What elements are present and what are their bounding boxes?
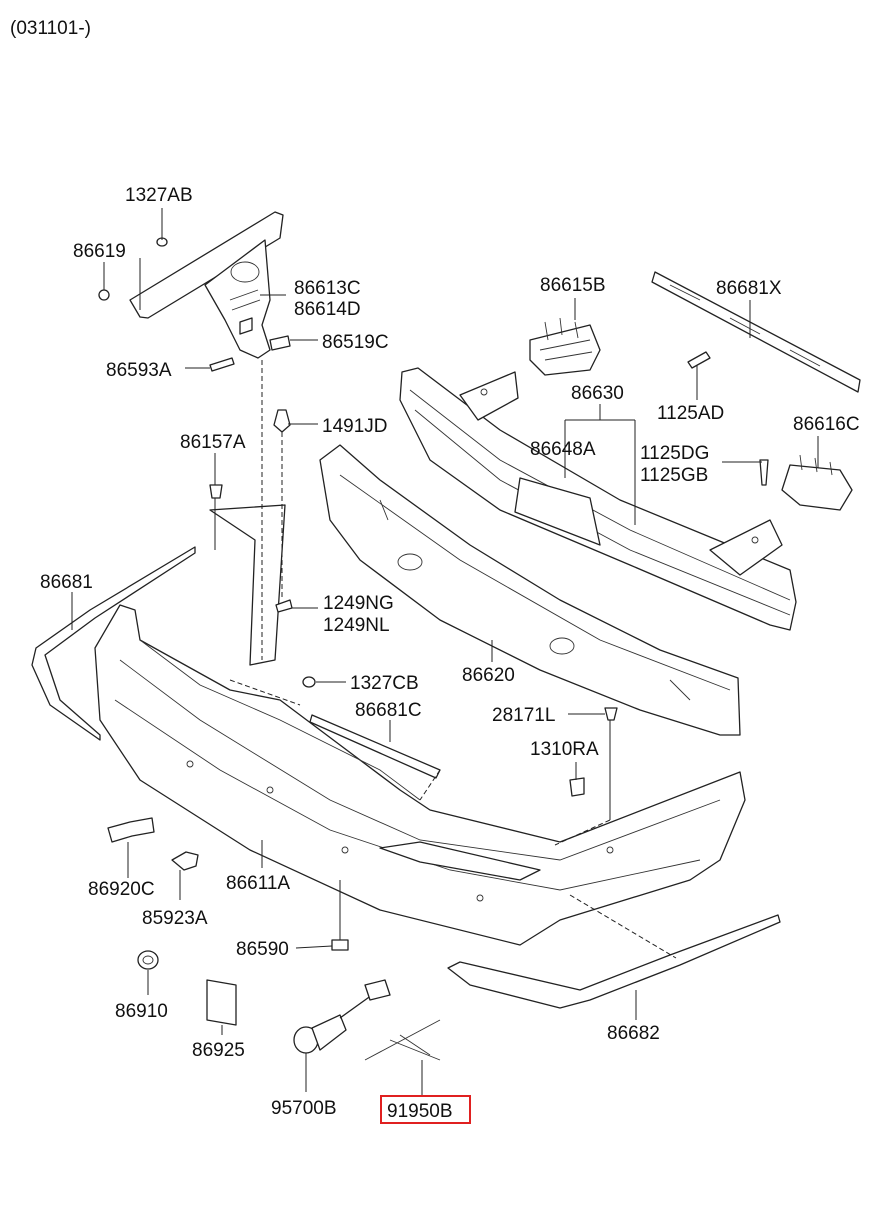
clip-86519c-part[interactable] bbox=[269, 335, 291, 351]
bracket-86615b-part[interactable] bbox=[529, 317, 601, 376]
nut-1327cb-part[interactable] bbox=[302, 676, 316, 688]
label-91950b[interactable]: 91950B bbox=[387, 1101, 453, 1122]
label-86682[interactable]: 86682 bbox=[607, 1023, 660, 1044]
clip-85923a-part[interactable] bbox=[171, 851, 199, 871]
label-86648a[interactable]: 86648A bbox=[530, 439, 596, 460]
pad-86925-part[interactable] bbox=[206, 979, 237, 1026]
dashed-lines bbox=[229, 360, 677, 959]
harness-91950b-part[interactable] bbox=[364, 1019, 441, 1061]
beam-86630-part[interactable] bbox=[399, 367, 797, 631]
label-86619[interactable]: 86619 bbox=[73, 241, 126, 262]
label-86157a[interactable]: 86157A bbox=[180, 432, 246, 453]
label-95700b[interactable]: 95700B bbox=[271, 1098, 337, 1119]
label-86614d[interactable]: 86614D bbox=[294, 299, 361, 320]
label-1327cb[interactable]: 1327CB bbox=[350, 673, 419, 694]
label-86920c[interactable]: 86920C bbox=[88, 879, 155, 900]
label-85923a[interactable]: 85923A bbox=[142, 908, 208, 929]
sensor-95700b-part[interactable] bbox=[293, 979, 391, 1054]
strip-86681x-part[interactable] bbox=[651, 271, 861, 393]
label-86681x[interactable]: 86681X bbox=[716, 278, 782, 299]
strip-86682-part[interactable] bbox=[447, 914, 781, 1009]
bumper-cover-86611a-part[interactable] bbox=[94, 504, 746, 946]
label-86910[interactable]: 86910 bbox=[115, 1001, 168, 1022]
header-code: (031101-) bbox=[10, 18, 91, 39]
absorber-86620-part[interactable] bbox=[319, 444, 741, 736]
pin-86157a-part[interactable] bbox=[209, 484, 223, 499]
nut-86619-part[interactable] bbox=[98, 289, 110, 301]
label-1327ab[interactable]: 1327AB bbox=[125, 185, 193, 206]
label-86590[interactable]: 86590 bbox=[236, 939, 289, 960]
leader-lines bbox=[71, 208, 819, 1096]
clip-86593a-part[interactable] bbox=[209, 357, 235, 372]
label-1125dg[interactable]: 1125DG bbox=[640, 443, 709, 464]
label-1491jd[interactable]: 1491JD bbox=[322, 416, 388, 437]
nut-1310ra-part[interactable] bbox=[569, 777, 585, 797]
strip-86681c-part[interactable] bbox=[309, 714, 441, 779]
label-86925[interactable]: 86925 bbox=[192, 1040, 245, 1061]
label-86681c[interactable]: 86681C bbox=[355, 700, 422, 721]
screw-1125ad-part[interactable] bbox=[687, 351, 711, 369]
screw-28171l-part[interactable] bbox=[604, 707, 618, 721]
highlight-box bbox=[380, 1095, 471, 1124]
label-86611a[interactable]: 86611A bbox=[226, 873, 290, 894]
label-1249ng[interactable]: 1249NG bbox=[323, 593, 394, 614]
label-1310ra[interactable]: 1310RA bbox=[530, 739, 599, 760]
bracket-86616c-part[interactable] bbox=[781, 454, 853, 511]
nut-86590-part[interactable] bbox=[331, 939, 349, 951]
label-86615b[interactable]: 86615B bbox=[540, 275, 606, 296]
label-1249nl[interactable]: 1249NL bbox=[323, 615, 390, 636]
bracket-86613c-part[interactable] bbox=[129, 211, 284, 359]
label-86630[interactable]: 86630 bbox=[571, 383, 624, 404]
clip-1491jd-part[interactable] bbox=[273, 409, 291, 433]
label-28171l[interactable]: 28171L bbox=[492, 705, 555, 726]
label-86681[interactable]: 86681 bbox=[40, 572, 93, 593]
screw-1125dg-part[interactable] bbox=[759, 459, 769, 486]
label-86519c[interactable]: 86519C bbox=[322, 332, 389, 353]
label-86613c[interactable]: 86613C bbox=[294, 278, 361, 299]
label-86620[interactable]: 86620 bbox=[462, 665, 515, 686]
grommet-86910-part[interactable] bbox=[137, 950, 159, 970]
strip-86681-part[interactable] bbox=[31, 546, 196, 741]
clip-86920c-part[interactable] bbox=[107, 817, 155, 843]
label-86616c[interactable]: 86616C bbox=[793, 414, 860, 435]
label-1125ad[interactable]: 1125AD bbox=[657, 403, 724, 424]
label-86593a[interactable]: 86593A bbox=[106, 360, 172, 381]
label-1125gb[interactable]: 1125GB bbox=[640, 465, 708, 486]
